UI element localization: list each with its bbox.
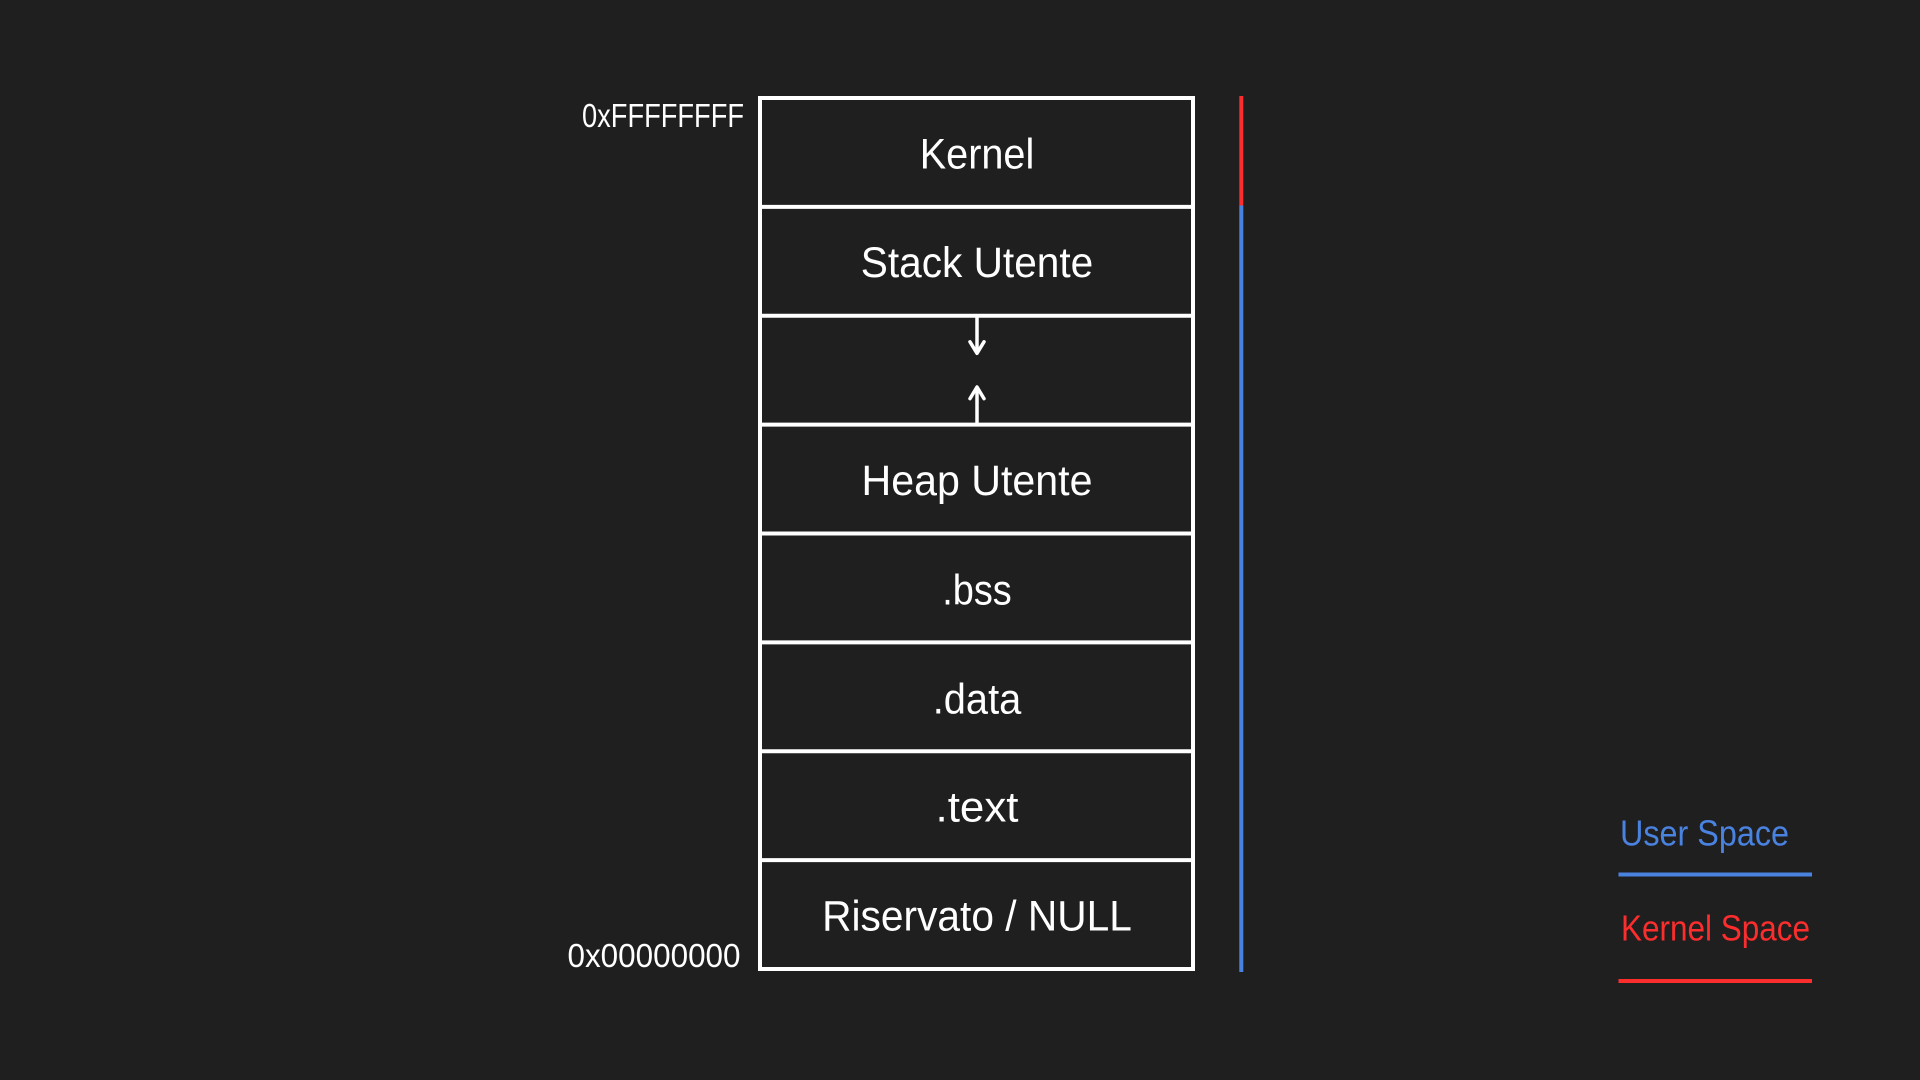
svg-text:Heap Utente: Heap Utente (862, 457, 1093, 505)
svg-text:Riservato / NULL: Riservato / NULL (822, 893, 1132, 941)
svg-text:Stack Utente: Stack Utente (861, 239, 1094, 287)
svg-text:Kernel Space: Kernel Space (1621, 908, 1810, 949)
svg-text:User Space: User Space (1620, 813, 1789, 854)
svg-text:.text: .text (936, 784, 1019, 832)
svg-text:.data: .data (933, 676, 1022, 724)
svg-text:0x00000000: 0x00000000 (568, 937, 741, 974)
svg-text:.bss: .bss (942, 567, 1012, 615)
svg-text:0xFFFFFFFF: 0xFFFFFFFF (582, 97, 744, 134)
svg-text:Kernel: Kernel (920, 131, 1035, 179)
